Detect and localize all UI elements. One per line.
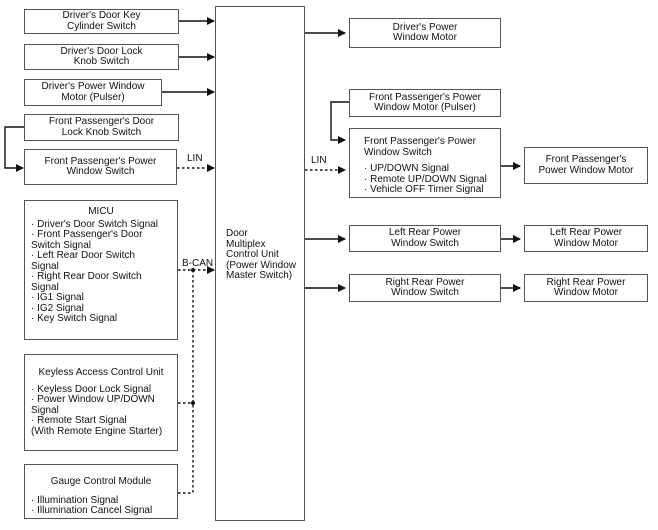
- micu-box: MICU · Driver's Door Switch Signal · Fro…: [24, 200, 178, 340]
- micu-signal: · Right Rear Door Switch: [31, 271, 142, 282]
- box-label-line: Window Switch: [391, 287, 459, 298]
- box-label-line: Power Window Motor: [538, 164, 634, 176]
- lin-label-right: LIN: [311, 155, 327, 166]
- box-label-line: Window Switch: [364, 146, 432, 158]
- box-label-line: Left Rear Power: [388, 227, 462, 238]
- box-label-line: Right Rear Power: [546, 276, 626, 288]
- front-passenger-power-window-motor-box: Front Passenger's Power Window Motor: [524, 147, 648, 184]
- central-label-line: Control Unit: [226, 249, 279, 260]
- front-passenger-door-lock-knob-switch-box: Front Passenger's Door Lock Knob Switch: [24, 114, 179, 141]
- right-rear-power-window-switch-box: Right Rear Power Window Switch: [349, 274, 501, 302]
- micu-signal: · Driver's Door Switch Signal: [31, 218, 158, 230]
- micu-signal: Switch Signal: [31, 239, 92, 251]
- micu-signal: Signal: [31, 260, 59, 272]
- box-label-line: Motor (Pulser): [61, 91, 125, 103]
- micu-signal: · Left Rear Door Switch: [31, 250, 135, 261]
- box-label-line: Front Passenger's: [545, 154, 627, 165]
- micu-title: MICU: [88, 206, 114, 217]
- central-label-line: Door: [226, 228, 248, 239]
- left-rear-power-window-motor-box: Left Rear Power Window Motor: [524, 225, 648, 252]
- central-label-line: (Power Window: [226, 259, 297, 271]
- bcan-label: B-CAN: [182, 258, 214, 269]
- box-label-line: Window Switch: [66, 166, 135, 177]
- fp-switch-signal: · Vehicle OFF Timer Signal: [364, 184, 484, 195]
- right-rear-power-window-motor-box: Right Rear Power Window Motor: [524, 274, 648, 302]
- drivers-power-window-motor-pulser-box: Driver's Power Window Motor (Pulser): [24, 79, 162, 106]
- keyless-signal: Signal: [31, 404, 59, 416]
- box-label-line: Driver's Power Window: [41, 81, 145, 92]
- box-label-line: Front Passenger's Power: [364, 136, 476, 147]
- box-label-line: Right Rear Power: [385, 276, 465, 288]
- gauge-signal: · Illumination Cancel Signal: [31, 505, 153, 516]
- drivers-door-lock-knob-switch-box: Driver's Door Lock Knob Switch: [24, 44, 179, 70]
- gauge-title: Gauge Control Module: [50, 476, 152, 487]
- box-label-line: Cylinder Switch: [67, 20, 136, 32]
- drivers-power-window-motor-box: Driver's Power Window Motor: [349, 18, 501, 48]
- keyless-signal: (With Remote Engine Starter): [31, 425, 163, 437]
- gauge-signal: · Illumination Signal: [31, 494, 119, 506]
- keyless-access-control-unit-box: Keyless Access Control Unit · Keyless Do…: [24, 354, 178, 451]
- box-label-line: Front Passenger's Power: [44, 155, 157, 167]
- micu-signal: Signal: [31, 281, 59, 293]
- door-multiplex-control-unit-box: Door Multiplex Control Unit (Power Windo…: [215, 6, 305, 521]
- fp-switch-signal: · UP/DOWN Signal: [364, 163, 450, 174]
- box-label-line: Lock Knob Switch: [61, 126, 142, 138]
- keyless-signal: · Keyless Door Lock Signal: [31, 383, 152, 395]
- central-label-line: Master Switch): [226, 270, 293, 281]
- box-label-line: Window Switch: [391, 237, 459, 249]
- micu-signal: · IG1 Signal: [31, 292, 84, 303]
- box-label-line: Driver's Power: [392, 21, 458, 33]
- lin-label-left: LIN: [187, 153, 203, 164]
- micu-signal: · Front Passenger's Door: [31, 229, 143, 240]
- box-label-line: Window Motor (Pulser): [374, 102, 476, 113]
- box-label-line: Window Motor: [554, 287, 618, 298]
- box-label-line: Window Motor: [554, 237, 618, 249]
- fp-switch-signal: · Remote UP/DOWN Signal: [364, 173, 487, 185]
- drivers-door-key-cylinder-switch-box: Driver's Door Key Cylinder Switch: [24, 9, 179, 34]
- front-passenger-power-window-switch-box: Front Passenger's Power Window Switch · …: [349, 128, 501, 198]
- box-label-line: Front Passenger's Power: [369, 91, 481, 103]
- box-label-line: Left Rear Power: [549, 227, 623, 238]
- keyless-title: Keyless Access Control Unit: [38, 367, 164, 378]
- gauge-control-module-box: Gauge Control Module · Illumination Sign…: [24, 464, 178, 519]
- box-label-line: Knob Switch: [73, 56, 130, 67]
- central-label-line: Multiplex: [226, 238, 266, 250]
- box-label-line: Driver's Door Lock: [60, 45, 143, 57]
- box-label-line: Front Passenger's Door: [48, 116, 155, 127]
- keyless-signal: · Remote Start Signal: [31, 415, 127, 426]
- front-passenger-power-window-switch-input-box: Front Passenger's Power Window Switch: [24, 149, 177, 185]
- keyless-signal: · Power Window UP/DOWN: [31, 394, 155, 405]
- left-rear-power-window-switch-box: Left Rear Power Window Switch: [349, 225, 501, 252]
- micu-signal: · IG2 Signal: [31, 302, 84, 314]
- box-label-line: Window Motor: [393, 32, 457, 43]
- front-passenger-power-window-motor-pulser-box: Front Passenger's Power Window Motor (Pu…: [349, 89, 501, 117]
- box-label-line: Driver's Door Key: [62, 10, 141, 21]
- micu-signal: · Key Switch Signal: [31, 313, 118, 324]
